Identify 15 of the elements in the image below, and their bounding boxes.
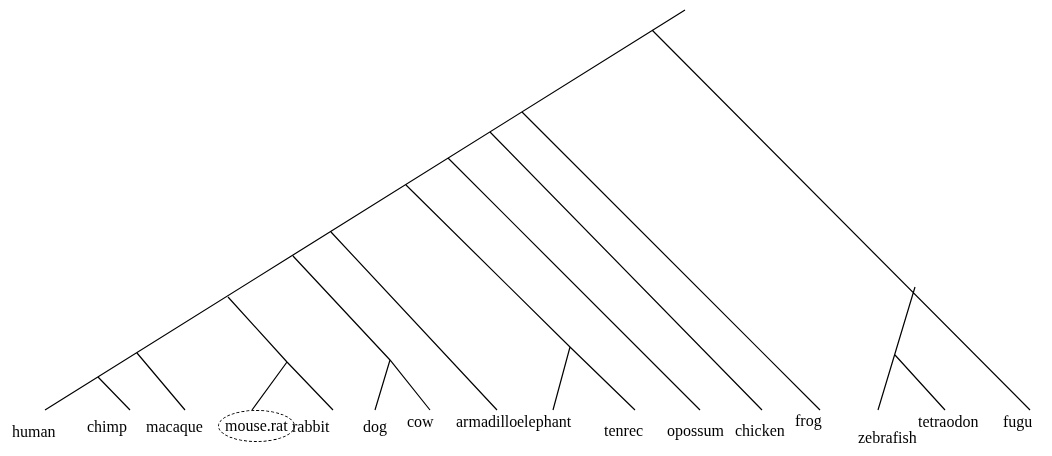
taxon-label: tetraodon [918,413,979,431]
taxon-label: macaque [146,418,203,436]
taxon-label: tenrec [604,422,644,440]
taxon-label: chicken [735,422,785,440]
taxon-label: chimp [87,418,127,436]
taxon-label: frog [795,412,822,430]
taxon-label: rabbit [292,418,330,436]
taxon-label: elephant [517,413,572,431]
taxon-label: human [12,423,56,441]
taxon-label: dog [363,418,387,436]
taxon-label: fugu [1003,413,1033,431]
taxon-label: zebrafish [858,429,917,447]
taxon-label: armadillo [456,413,518,431]
taxon-label: opossum [667,422,724,440]
taxon-label: cow [407,413,434,431]
